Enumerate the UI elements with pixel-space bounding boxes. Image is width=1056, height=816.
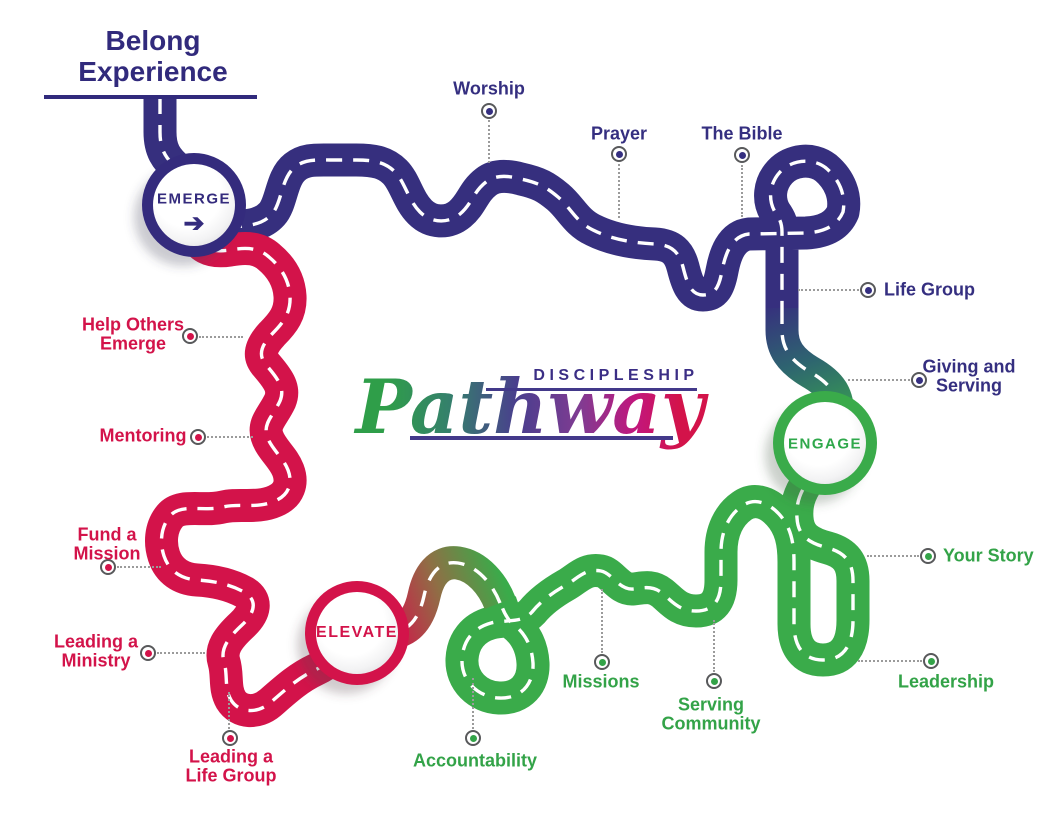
- leader-line-accountability: [472, 678, 474, 729]
- marker-dot-accountability: [465, 730, 481, 746]
- leader-line-prayer: [618, 164, 620, 218]
- milestone-missions: Missions: [562, 671, 640, 692]
- marker-dot-life-group: [860, 282, 876, 298]
- leader-line-leading-a-life-group: [228, 692, 230, 729]
- logo-wordmark: DISCIPLESHIP: [533, 367, 699, 384]
- road-elevate-stage: [145, 225, 370, 727]
- leader-line-giving-and-serving: [848, 379, 910, 381]
- milestone-leadership: Leadership: [897, 671, 995, 692]
- engage-circle: [765, 391, 877, 504]
- marker-dot-fund-a-mission: [100, 559, 116, 575]
- marker-dot-help-others-emerge: [182, 328, 198, 344]
- milestone-mentoring: Mentoring: [99, 425, 187, 446]
- stage-elevate-label: ELEVATE: [316, 624, 398, 641]
- road-emerge-stage: [143, 98, 861, 316]
- milestone-life-group: Life Group: [884, 279, 975, 300]
- emerge-arrow-icon: ➔: [183, 209, 205, 238]
- marker-dot-your-story: [920, 548, 936, 564]
- emerge-circle: [134, 153, 246, 266]
- stage-engage-label: ENGAGE: [787, 435, 863, 453]
- leader-line-mentoring: [207, 436, 253, 438]
- leader-line-fund-a-mission: [117, 566, 161, 568]
- logo-underline-bottom: [410, 436, 673, 440]
- elevate-circle: [297, 581, 409, 694]
- marker-dot-the-bible: [734, 147, 750, 163]
- milestone-accountability: Accountability: [412, 750, 538, 771]
- stage-emerge-label: EMERGE: [156, 190, 232, 208]
- marker-dot-worship: [481, 103, 497, 119]
- leader-line-the-bible: [741, 165, 743, 217]
- leader-line-worship: [488, 120, 490, 163]
- marker-dot-giving-and-serving: [911, 372, 927, 388]
- title-line: Experience: [78, 55, 228, 87]
- marker-dot-leading-a-ministry: [140, 645, 156, 661]
- marker-dot-leading-a-life-group: [222, 730, 238, 746]
- milestone-your-story: Your Story: [943, 545, 1034, 566]
- title-line: Belong: [105, 25, 201, 56]
- marker-dot-missions: [594, 654, 610, 670]
- milestone-the-bible: The Bible: [701, 123, 783, 144]
- milestone-worship: Worship: [453, 78, 525, 99]
- leader-line-help-others-emerge: [199, 336, 243, 338]
- leader-line-your-story: [867, 555, 919, 557]
- leader-line-serving-community: [713, 620, 715, 672]
- leader-line-missions: [601, 589, 603, 653]
- leader-line-life-group: [798, 289, 859, 291]
- title-underline: [44, 95, 257, 99]
- marker-dot-prayer: [611, 146, 627, 162]
- road-engage-stage: [445, 438, 870, 715]
- leader-line-leadership: [858, 660, 922, 662]
- marker-dot-serving-community: [706, 673, 722, 689]
- logo-underline-top: [486, 388, 697, 391]
- marker-dot-leadership: [923, 653, 939, 669]
- marker-dot-mentoring: [190, 429, 206, 445]
- leader-line-leading-a-ministry: [157, 652, 205, 654]
- page-title: Belong Experience: [38, 25, 268, 88]
- milestone-prayer: Prayer: [590, 123, 648, 144]
